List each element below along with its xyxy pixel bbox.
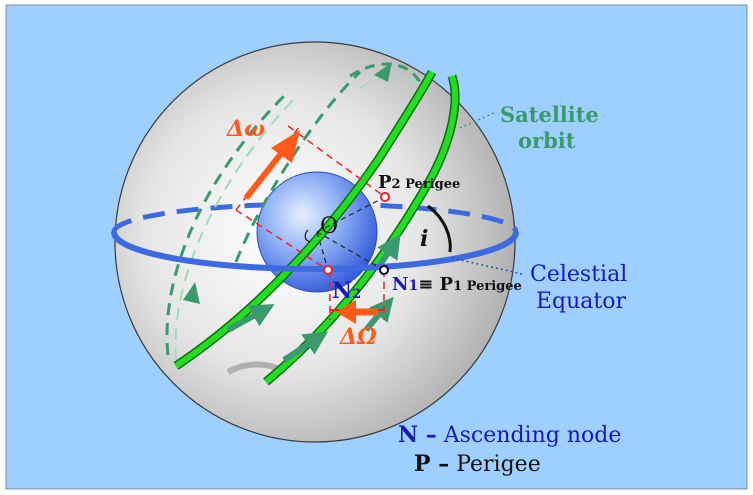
n1-label: N1≡ P1 Perigee <box>392 276 522 294</box>
angle-mark <box>304 229 311 243</box>
legend-perigee: P – Perigee <box>414 453 541 476</box>
legend-n-key: N – <box>398 422 437 448</box>
n1-node-point <box>379 265 389 275</box>
back-orbit-arrow-top <box>349 62 422 83</box>
n2-node-point <box>323 265 333 275</box>
inclination-arc <box>427 204 452 253</box>
top-arrow-head <box>374 62 392 82</box>
delta-Omega-arrow-head <box>336 300 356 324</box>
inclination-label: i <box>420 226 429 252</box>
satellite-label-line1: Satellite <box>500 102 599 127</box>
p1-subscript: 1 Perigee <box>453 279 522 294</box>
satellite-leader <box>459 111 497 129</box>
equiv-p1: ≡ P <box>418 274 454 295</box>
delta-Omega-label: ΔΩ <box>340 324 377 350</box>
delta-omega-arrow-head <box>271 130 300 163</box>
delta-omega-label: Δω <box>227 116 266 142</box>
p2-letter: P <box>378 172 392 193</box>
satellite-label-line2: orbit <box>518 128 576 153</box>
legend-n-text: Ascending node <box>443 423 622 448</box>
back-orbit-arrow-left-2 <box>174 97 296 361</box>
back-orbit-arrow-mid <box>234 70 362 263</box>
p2-perigee-point <box>380 192 390 202</box>
delta-omega-arrow-shaft <box>243 148 287 200</box>
radius-lines <box>316 196 386 271</box>
orbit-arrow-1 <box>226 304 275 333</box>
orbit-1 <box>174 70 435 369</box>
n1-letter: N <box>392 274 409 295</box>
n1-subscript: 1 <box>408 278 419 294</box>
p2-label: P2 Perigee <box>378 174 460 192</box>
orbit-arrow-2 <box>282 331 329 363</box>
origin-label: O <box>320 214 339 239</box>
legend-p-text: Perigee <box>456 452 541 477</box>
equator-leader <box>451 257 523 275</box>
p2-subscript: 2 Perigee <box>391 177 461 192</box>
equator-label-line1: Celestial <box>530 262 628 287</box>
orbit-arrow-3 <box>375 234 401 270</box>
back-orbit-arrow-left-1 <box>165 93 287 356</box>
equator-front <box>111 231 519 272</box>
n2-label: N2 <box>332 280 361 302</box>
left-arrow-head <box>183 282 200 304</box>
back-orbit-arrow-top-2 <box>359 75 429 93</box>
legend-p-key: P – <box>414 451 450 477</box>
legend-node: N – Ascending node <box>398 424 621 447</box>
equator-label-line2: Equator <box>536 289 627 314</box>
n2-letter: N <box>332 278 353 304</box>
n2-subscript: 2 <box>352 287 362 302</box>
